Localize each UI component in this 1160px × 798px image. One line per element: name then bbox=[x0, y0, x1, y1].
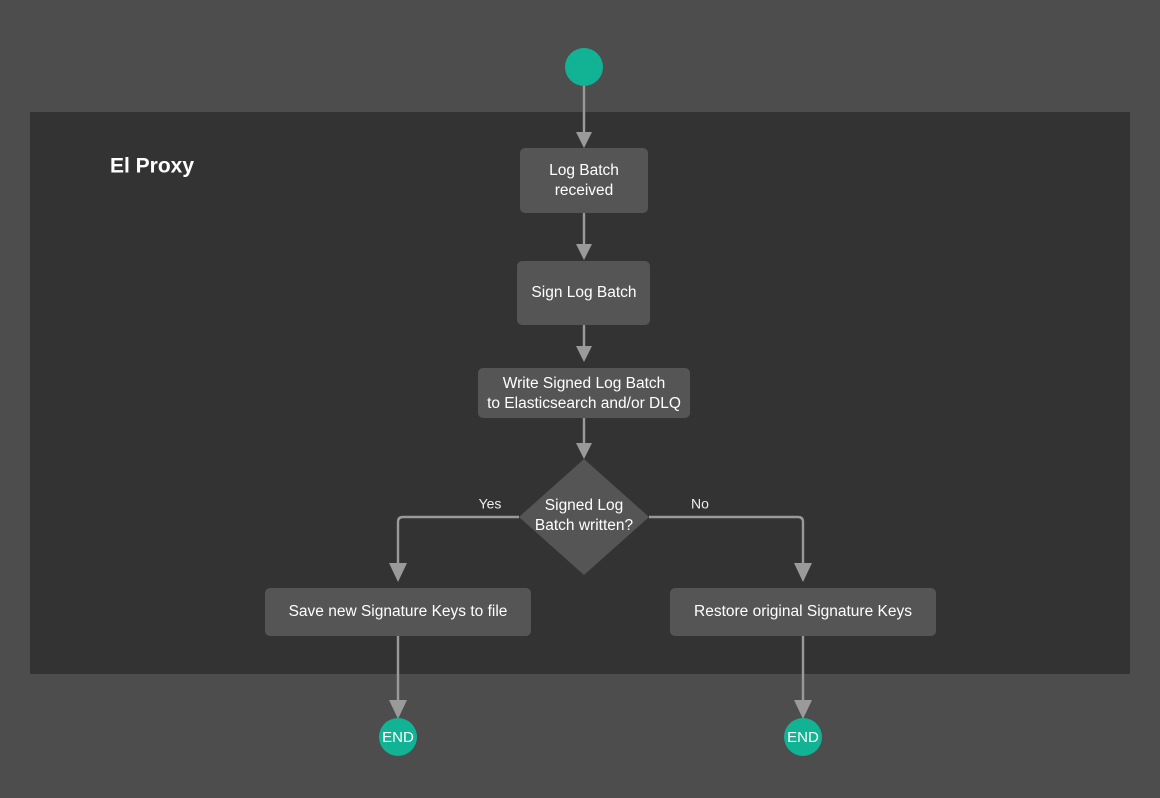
edge-write-to-decision bbox=[576, 418, 592, 459]
arrow-head bbox=[794, 700, 812, 719]
node-write-signed-line2: to Elasticsearch and/or DLQ bbox=[487, 395, 681, 412]
node-decision-signed-log-batch-written[interactable]: Signed Log Batch written? bbox=[519, 459, 649, 575]
node-restore-original-signature-keys-label: Restore original Signature Keys bbox=[694, 603, 912, 620]
node-save-new-signature-keys-label: Save new Signature Keys to file bbox=[289, 603, 508, 620]
edge-start-to-log-batch bbox=[576, 84, 592, 148]
node-decision-line1: Signed Log bbox=[545, 497, 623, 514]
node-end-left[interactable]: END bbox=[379, 718, 417, 756]
edge-log-batch-to-sign bbox=[576, 212, 592, 260]
node-log-batch-received-line1: Log Batch bbox=[549, 162, 619, 179]
node-end-right[interactable]: END bbox=[784, 718, 822, 756]
node-decision-line2: Batch written? bbox=[535, 517, 634, 534]
edge-restore-to-end-right bbox=[794, 636, 812, 719]
arrow-head bbox=[576, 443, 592, 459]
node-write-signed-log-batch[interactable]: Write Signed Log Batch to Elasticsearch … bbox=[478, 368, 690, 418]
arrow-head bbox=[576, 346, 592, 362]
edge-decision-no-to-restore bbox=[649, 515, 812, 582]
subgraph-title: El Proxy bbox=[110, 155, 194, 178]
arrow-head bbox=[389, 563, 407, 582]
arrow-head bbox=[576, 244, 592, 260]
edge-decision-yes-to-save bbox=[389, 515, 519, 582]
node-end-left-label: END bbox=[382, 729, 414, 746]
arrow-head bbox=[794, 563, 812, 582]
edge-sign-to-write bbox=[576, 324, 592, 362]
node-log-batch-received[interactable]: Log Batch received bbox=[520, 148, 648, 213]
node-log-batch-received-line2: received bbox=[555, 182, 614, 199]
arrow-head bbox=[576, 132, 592, 148]
node-restore-original-signature-keys[interactable]: Restore original Signature Keys bbox=[670, 588, 936, 636]
edge-save-to-end-left bbox=[389, 636, 407, 719]
node-save-new-signature-keys[interactable]: Save new Signature Keys to file bbox=[265, 588, 531, 636]
node-start[interactable] bbox=[565, 48, 603, 86]
node-end-right-label: END bbox=[787, 729, 819, 746]
node-write-signed-line1: Write Signed Log Batch bbox=[503, 375, 666, 392]
edge-label-yes: Yes bbox=[479, 496, 502, 512]
node-sign-log-batch[interactable]: Sign Log Batch bbox=[517, 261, 650, 325]
node-sign-log-batch-label: Sign Log Batch bbox=[531, 284, 636, 301]
arrow-head bbox=[389, 700, 407, 719]
edge-label-no: No bbox=[691, 496, 709, 512]
